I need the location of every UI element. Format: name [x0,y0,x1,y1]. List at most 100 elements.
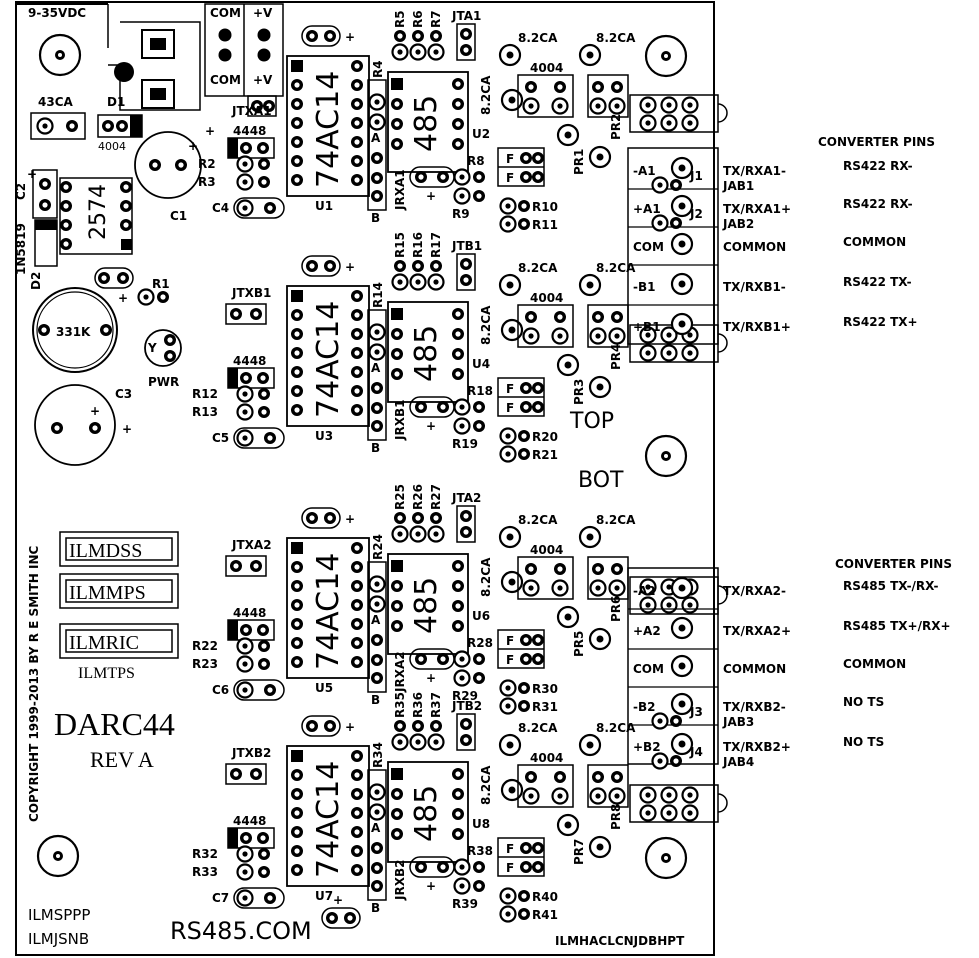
converter-pins-header-bottom: CONVERTER PINS [835,557,952,571]
tvs-label: 8.2CA [518,513,558,527]
tvs-label-2: 8.2CA [596,513,636,527]
svg-text:8.2CA: 8.2CA [479,765,493,805]
jt-label: JTB2 [451,699,482,713]
resistor-top-label: R26 [411,484,425,510]
mount-hole-bottom-left [36,834,80,878]
resistor-a-label: R32 [192,847,218,861]
resistor-b-label: R13 [192,405,218,419]
converter-pin-label: COMMON [843,235,906,249]
power-jack [108,21,201,111]
terminal-signal-label: TX/RXA1+ [723,202,791,216]
svg-text:+: + [90,404,100,418]
d1-value: 4004 [98,140,126,153]
svg-text:+: + [426,419,436,433]
svg-text:+: + [345,512,355,526]
footer-code: ILMHACLCNJDBHPT [555,934,685,948]
vplus-label-1: +V [253,6,273,20]
jrx-label: JRXA2 [393,651,407,693]
resistor-top-label: R25 [393,484,407,510]
b-label: B [371,211,380,225]
resistor-top-label: R15 [393,232,407,258]
a-label: A [371,821,381,835]
r1-label: R1 [152,277,170,291]
tvs-label: 8.2CA [518,31,558,45]
terminal-sub-label: JAB4 [722,755,754,769]
inverter-chip-ref: U7 [315,889,333,903]
resistor-top-label: R35 [393,692,407,718]
svg-text:ILMDSS: ILMDSS [69,540,142,562]
svg-text:+: + [188,139,198,153]
resistor-b-label: R3 [198,175,216,189]
rectifier-label: 4004 [530,543,563,557]
terminal-sub-label: JAB3 [722,715,754,729]
tvs-label-2: 8.2CA [596,261,636,275]
svg-text:+: + [27,167,37,181]
power-input-label: 9-35VDC [28,6,86,20]
driver-chip-label: 485 [409,325,444,382]
resistor-mid-b-label: R29 [452,689,478,703]
tvs-label: 8.2CA [518,261,558,275]
svg-text:+: + [122,422,132,436]
converter-pin-label: RS485 TX-/RX- [843,579,938,593]
resistor-b-label: R23 [192,657,218,671]
converter-pin-label: COMMON [843,657,906,671]
svg-text:+: + [426,671,436,685]
pr-b-label: PR8 [609,804,623,830]
svg-text:F: F [506,634,514,648]
pr-a-label: PR5 [572,631,586,657]
resistor-mid-a-label: R18 [467,384,493,398]
resistor-top-label: R7 [429,10,443,28]
capacitor-label: C4 [212,201,229,215]
resistor-top-label: R27 [429,484,443,510]
resistor-bot-a-label: R30 [532,682,558,696]
terminal-pin-label: COM [633,240,664,254]
tvs-label-2: 8.2CA [596,721,636,735]
diode-label: 4448 [233,124,266,138]
terminal-signal-label: TX/RXB2+ [723,740,791,754]
b-label: B [371,693,380,707]
inverter-chip-label: 74AC14 [311,761,346,878]
b-label: B [371,901,380,915]
terminal-pin-label: -A2 [633,584,656,598]
svg-text:+: + [345,30,355,44]
resistor-bot-a-label: R10 [532,200,558,214]
converter-pin-label: NO TS [843,735,884,749]
capacitor-label: C5 [212,431,229,445]
resistor-r4-label: R24 [371,534,385,560]
pwr-label: PWR [148,375,179,389]
driver-chip-ref: U2 [472,127,490,141]
svg-text:F: F [506,382,514,396]
svg-text:+: + [118,291,128,305]
resistor-mid-a-label: R28 [467,636,493,650]
terminal-pin-label: COM [633,662,664,676]
pr-b-label: PR2 [609,114,623,140]
resistor-bot-b-label: R41 [532,908,558,922]
resistor-top-label: R37 [429,692,443,718]
diode-label: 4448 [233,814,266,828]
rectifier-label: 4004 [530,751,563,765]
inverter-chip-ref: U5 [315,681,333,695]
driver-chip-label: 485 [409,577,444,634]
resistor-top-label: R6 [411,10,425,28]
resistor-top-label: R16 [411,232,425,258]
svg-text:+: + [426,189,436,203]
resistor-bot-a-label: R20 [532,430,558,444]
inverter-chip-ref: U3 [315,429,333,443]
resistor-top-label: R17 [429,232,443,258]
label-ilmjsnb: ILMJSNB [28,930,89,948]
svg-text:8.2CA: 8.2CA [479,75,493,115]
mount-hole-middle [644,434,688,478]
mount-hole-top-left [38,33,82,77]
svg-text:F: F [506,653,514,667]
driver-chip-label: 485 [409,785,444,842]
vplus-label-2: +V [253,73,273,87]
